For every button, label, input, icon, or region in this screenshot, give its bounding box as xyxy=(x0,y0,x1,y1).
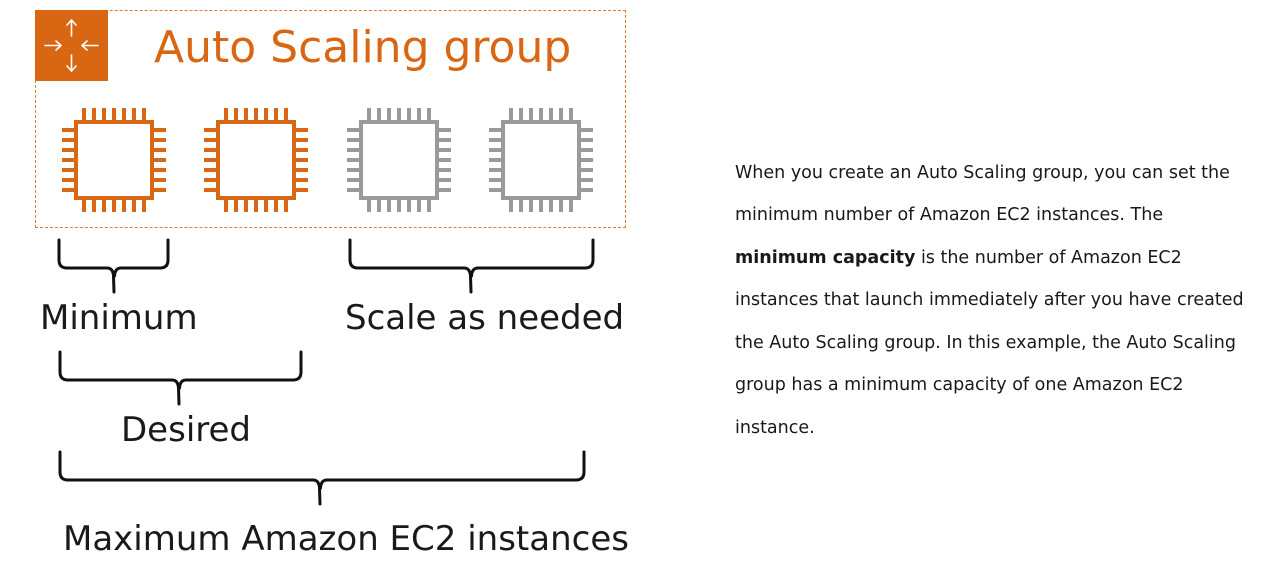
auto-scaling-arrows-icon xyxy=(35,10,108,81)
desired-brace xyxy=(58,350,303,406)
minimum-brace xyxy=(57,238,170,294)
desired-label: Desired xyxy=(121,410,251,450)
maximum-brace xyxy=(58,450,586,506)
description-part-2: is the number of Amazon EC2 instances th… xyxy=(735,247,1244,438)
ec2-instance-chip-icon xyxy=(489,108,593,212)
auto-scaling-diagram: Auto Scaling group Minimum Scale as need… xyxy=(35,10,629,559)
minimum-capacity-term: minimum capacity xyxy=(735,247,916,268)
auto-scaling-group-title: Auto Scaling group xyxy=(154,22,572,73)
maximum-label: Maximum Amazon EC2 instances xyxy=(63,519,629,559)
minimum-label: Minimum xyxy=(40,298,198,338)
ec2-instance-chip-icon xyxy=(347,108,451,212)
auto-scaling-group-container xyxy=(35,10,626,228)
scale-as-needed-brace xyxy=(348,238,595,294)
description-part-1: When you create an Auto Scaling group, y… xyxy=(735,162,1230,226)
ec2-instance-chip-icon xyxy=(62,108,166,212)
ec2-instance-chip-icon xyxy=(204,108,308,212)
description-text: When you create an Auto Scaling group, y… xyxy=(735,152,1255,450)
scale-as-needed-label: Scale as needed xyxy=(345,298,625,338)
